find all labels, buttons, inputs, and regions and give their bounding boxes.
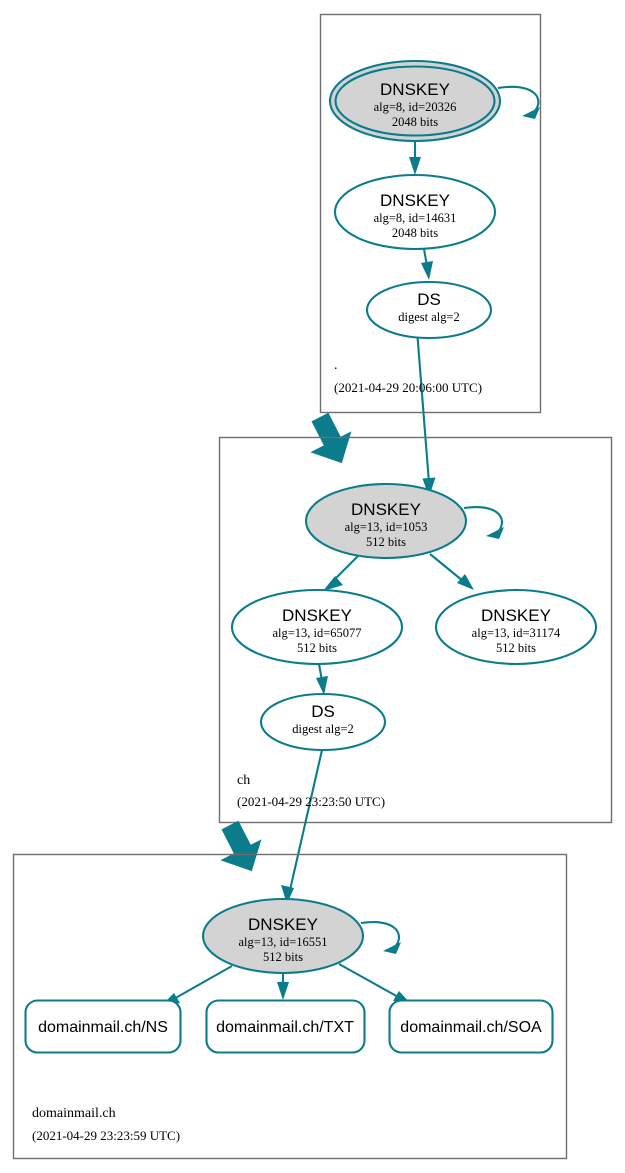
node-ch-ds[interactable]: DS digest alg=2 (259, 692, 387, 752)
node-root-ds-label: DS (417, 290, 441, 309)
node-ch-dnskey-31174-ellipse (434, 588, 598, 666)
node-root-dnskey-20326[interactable]: DNSKEY alg=8, id=20326 2048 bits (328, 59, 540, 143)
zone-ch-box (218, 436, 613, 824)
node-root-dnskey-14631-ellipse (333, 173, 497, 251)
zone-root: DNSKEY alg=8, id=20326 2048 bits DNSKEY … (310, 13, 542, 497)
edge-ch-zsk-to-ds (316, 663, 328, 695)
node-ch-dnskey-31174-detail: alg=13, id=31174 (472, 626, 561, 640)
zone-ch-name: ch (237, 773, 250, 788)
node-ch-ds-ellipse (259, 692, 387, 752)
node-dm-rrset-soa-label: domainmail.ch/SOA (400, 1019, 542, 1036)
node-root-dnskey-14631-label: DNSKEY (380, 191, 450, 210)
node-root-dnskey-20326-detail: alg=8, id=20326 (374, 100, 457, 114)
node-ch-ds-label: DS (311, 702, 335, 721)
node-ch-dnskey-1053-detail2: 512 bits (366, 535, 406, 549)
zone-delegation-arrow-root-to-ch (310, 412, 352, 464)
node-root-dnskey-14631-detail2: 2048 bits (392, 226, 438, 240)
edge-ch-ds-to-dm-dnskey (281, 749, 324, 904)
node-ch-dnskey-1053-ellipse (304, 482, 468, 560)
node-dm-dnskey-16551-detail2: 512 bits (263, 950, 303, 964)
node-dm-rrset-txt-label: domainmail.ch/TXT (216, 1019, 354, 1036)
node-dm-dnskey-16551-detail: alg=13, id=16551 (238, 935, 327, 949)
node-root-ds-detail: digest alg=2 (398, 310, 460, 324)
edge-ch-ksk-to-zsk-65077 (323, 555, 359, 591)
node-dm-rrset-txt-rect (205, 999, 366, 1054)
zone-root-timestamp: (2021-04-29 20:06:00 UTC) (334, 380, 482, 395)
node-ch-ds-detail: digest alg=2 (292, 722, 354, 736)
node-root-dnskey-14631[interactable]: DNSKEY alg=8, id=14631 2048 bits (333, 173, 497, 251)
zone-domainmail-timestamp: (2021-04-29 23:23:59 UTC) (32, 1128, 180, 1143)
zone-root-box (319, 13, 542, 414)
zone-delegation-arrow-ch-to-domainmail (220, 820, 262, 872)
node-ch-dnskey-1053-detail: alg=13, id=1053 (345, 520, 428, 534)
node-ch-dnskey-65077-ellipse (230, 588, 404, 666)
node-dm-dnskey-16551-label: DNSKEY (248, 915, 318, 934)
node-ch-dnskey-1053-label: DNSKEY (351, 500, 421, 519)
zone-root-name: . (334, 358, 338, 373)
node-ch-dnskey-65077-detail2: 512 bits (297, 641, 337, 655)
node-ch-dnskey-31174[interactable]: DNSKEY alg=13, id=31174 512 bits (434, 588, 598, 666)
node-root-dnskey-20326-inner-ellipse (334, 65, 496, 137)
self-sign-loop-dm-dnskey-16551 (360, 921, 401, 954)
edge-dm-dnskey-to-txt (277, 973, 289, 1000)
node-dm-rrset-soa[interactable]: domainmail.ch/SOA (388, 999, 554, 1054)
node-ch-dnskey-65077-detail: alg=13, id=65077 (272, 626, 361, 640)
node-root-dnskey-20326-detail2: 2048 bits (392, 115, 438, 129)
node-dm-rrset-ns[interactable]: domainmail.ch/NS (24, 999, 182, 1054)
node-root-ds-ellipse (365, 280, 493, 340)
edge-root-zsk-to-ds (421, 248, 433, 280)
node-dm-rrset-ns-label: domainmail.ch/NS (38, 1019, 168, 1036)
node-root-ds[interactable]: DS digest alg=2 (365, 280, 493, 340)
node-dm-dnskey-16551[interactable]: DNSKEY alg=13, id=16551 512 bits (201, 897, 401, 975)
edge-root-ds-to-ch-dnskey (415, 329, 436, 497)
node-root-dnskey-14631-detail: alg=8, id=14631 (374, 211, 457, 225)
node-ch-dnskey-31174-detail2: 512 bits (496, 641, 536, 655)
node-ch-dnskey-31174-label: DNSKEY (481, 606, 551, 625)
self-sign-loop-ch-dnskey-1053 (463, 506, 504, 539)
node-ch-dnskey-65077[interactable]: DNSKEY alg=13, id=65077 512 bits (230, 588, 404, 666)
node-root-dnskey-20326-label: DNSKEY (380, 80, 450, 99)
zone-ch: DNSKEY alg=13, id=1053 512 bits DNSKEY a… (218, 436, 613, 904)
edge-root-ksk-to-zsk (409, 141, 421, 175)
edge-dm-dnskey-to-soa (338, 963, 412, 1005)
node-ch-dnskey-1053[interactable]: DNSKEY alg=13, id=1053 512 bits (304, 482, 504, 560)
node-dm-rrset-ns-rect (24, 999, 182, 1054)
zone-ch-timestamp: (2021-04-29 23:23:50 UTC) (237, 794, 385, 809)
edge-ch-ksk-to-zsk-31174 (429, 553, 474, 590)
zone-domainmail-name: domainmail.ch (32, 1106, 116, 1121)
node-ch-dnskey-65077-label: DNSKEY (282, 606, 352, 625)
node-dm-rrset-txt[interactable]: domainmail.ch/TXT (205, 999, 366, 1054)
zone-domainmail-box (12, 853, 568, 1160)
zone-domainmail: DNSKEY alg=13, id=16551 512 bits doma (12, 853, 568, 1160)
self-sign-loop-root-dnskey-20326 (497, 85, 540, 119)
node-dm-rrset-soa-rect (388, 999, 554, 1054)
